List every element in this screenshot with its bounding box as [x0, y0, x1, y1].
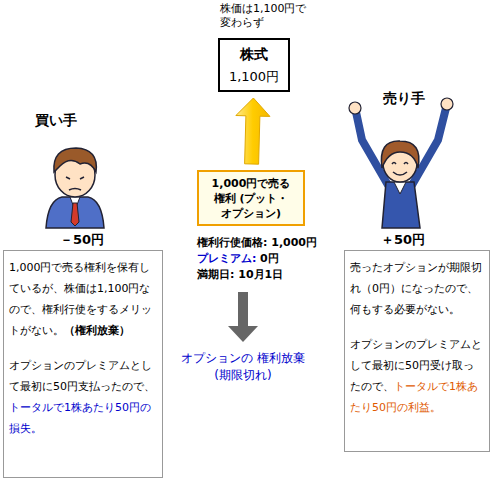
flow-arrow	[236, 98, 270, 164]
buyer-tie	[71, 203, 79, 226]
stock-note: 株価は1,100円で 変わらず	[220, 2, 315, 30]
expiry-date: 満期日: 10月1日	[197, 267, 283, 282]
option-box: 1,000円で売る 権利 (プット・オプション)	[197, 170, 305, 226]
note-text: 売ったオプションが期限切れ（0円）になったので、何もする必要がない。	[350, 261, 482, 316]
buyer-result: －50円	[60, 231, 104, 249]
stock-box: 株価は1,100円で 変わらず株式1,100円	[218, 38, 290, 92]
seller-right-arm	[412, 108, 446, 185]
seller-left-hand	[349, 102, 361, 114]
loss-text: トータルで1株あたり50円の損失。	[9, 401, 151, 435]
buyer-figure	[46, 148, 104, 228]
strike-price: 権利行使価格: 1,000円	[197, 235, 317, 250]
option-title: 1,000円で売る 権利 (プット・オプション)	[201, 176, 301, 221]
seller-mouth	[393, 172, 407, 175]
seller-figure	[349, 98, 453, 228]
buyer-hair	[54, 148, 97, 172]
seller-dress	[382, 182, 420, 228]
seller-collar	[394, 182, 406, 194]
note-paragraph: オプションのプレミアムとして最初に50円支払ったので、トータルで1株あたり50円…	[9, 355, 157, 439]
seller-eyes	[392, 163, 408, 165]
expiry-arrow	[228, 292, 258, 342]
stock-price: 1,100円	[220, 69, 288, 85]
seller-note-box: 売ったオプションが期限切れ（0円）になったので、何もする必要がない。オプションの…	[344, 250, 490, 452]
buyer-suit	[46, 197, 104, 228]
seller-right-hand	[441, 98, 453, 110]
premium-value: 0円	[260, 251, 279, 266]
seller-hair	[381, 141, 419, 168]
buyer-note-box: 1,000円で売る権利を保有しているが、株価は1,100円なので、権利行使をする…	[3, 250, 163, 478]
stock-title: 株式	[220, 45, 288, 63]
seller-label: 売り手	[383, 90, 425, 108]
expiry-result: オプションの 権利放棄 (期限切れ)	[176, 350, 310, 384]
note-paragraph: 1,000円で売る権利を保有しているが、株価は1,100円なので、権利行使をする…	[9, 257, 157, 341]
note-text: オプションのプレミアムとして最初に50円支払ったので、	[9, 359, 155, 393]
seller-result: ＋50円	[381, 231, 425, 249]
premium-key: プレミアム:	[197, 251, 256, 266]
buyer-label: 買い手	[35, 112, 77, 130]
note-emphasis: （権利放棄）	[64, 324, 130, 337]
buyer-eyes	[66, 177, 84, 179]
arrow-shape	[236, 98, 270, 164]
note-paragraph: 売ったオプションが期限切れ（0円）になったので、何もする必要がない。	[350, 257, 484, 320]
note-paragraph: オプションのプレミアムとして最初に50円受け取ったので、トータルで1株あたり50…	[350, 334, 484, 418]
buyer-mouth	[69, 189, 81, 191]
